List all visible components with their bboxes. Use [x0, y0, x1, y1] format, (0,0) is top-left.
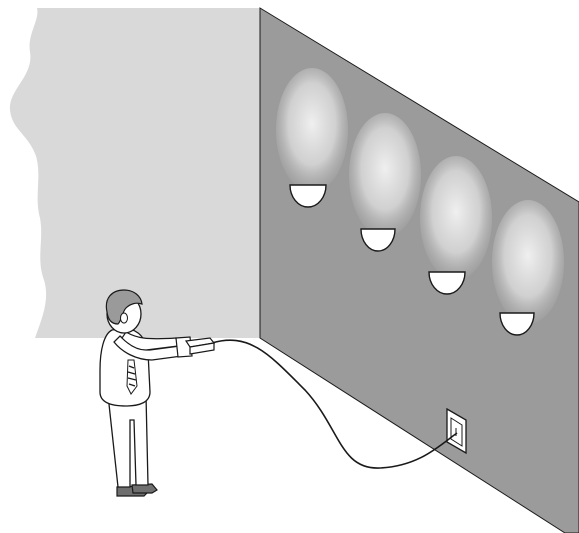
lamp-1-glow — [276, 68, 348, 192]
lamp-3-glow — [420, 156, 492, 280]
person-figure — [99, 289, 216, 497]
right-shoe — [131, 483, 158, 494]
lamp-4-glow — [492, 200, 564, 324]
lamp-2-glow — [349, 113, 421, 237]
ceiling-light-icon — [289, 184, 327, 208]
back-wall — [9, 8, 260, 338]
wall-outlet-icon — [446, 407, 467, 455]
lamp-3 — [420, 156, 492, 295]
hair — [105, 289, 143, 325]
ceiling-light-icon — [499, 312, 535, 336]
handheld-meter-icon — [184, 337, 216, 355]
upper-arm — [121, 331, 179, 351]
ceiling-light-icon — [428, 271, 466, 295]
legs — [107, 394, 149, 488]
ear — [120, 312, 128, 324]
lamp-4 — [492, 200, 564, 336]
tie-pattern — [127, 365, 137, 387]
lamp-2 — [349, 113, 421, 252]
lamp-1 — [276, 68, 348, 208]
ceiling-light-icon — [360, 228, 396, 252]
power-cord — [211, 339, 458, 469]
